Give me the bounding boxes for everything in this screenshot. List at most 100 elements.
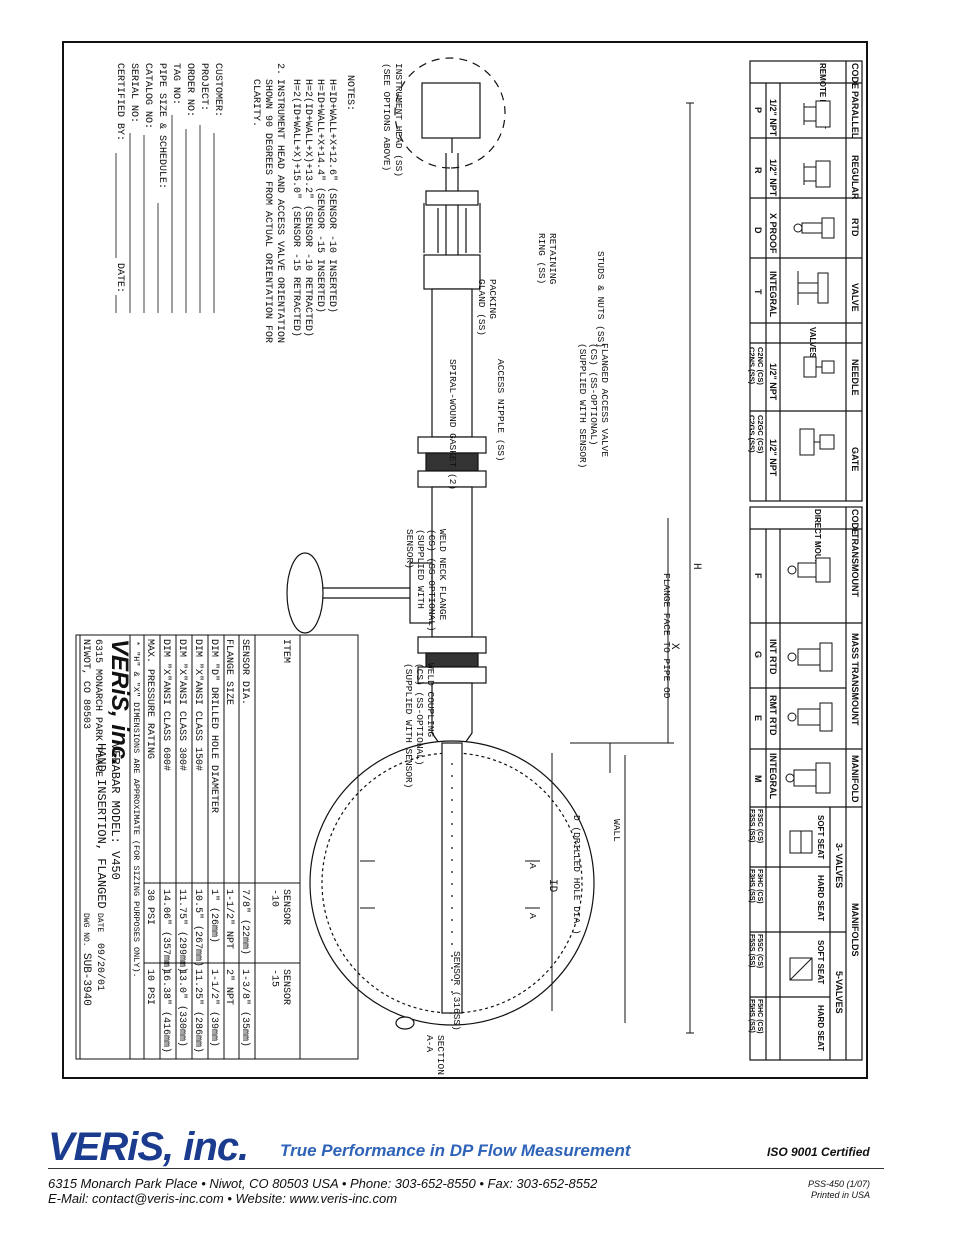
pss-info: PSS-450 (1/07) Printed in USA xyxy=(808,1179,870,1201)
weld-coupling xyxy=(431,682,473,744)
col-parallel: PARALLEL xyxy=(850,91,860,139)
title-address-1: 6315 MONARCH PARK PLACE xyxy=(92,639,103,777)
r1-s15: 2" NPT xyxy=(223,969,235,1005)
customer-field: CUSTOMER: xyxy=(212,63,223,117)
col-rtd: RTD xyxy=(850,218,860,237)
label-instrument-head: INSTRUMENT HEAD (SS) xyxy=(393,63,404,177)
rotated-drawing-sheet: CODE REMOTE MOUNT PARALLEL REGULAR RTD V… xyxy=(64,43,866,1077)
code-r: R xyxy=(753,167,763,174)
footer-tagline: True Performance in DP Flow Measurement xyxy=(280,1141,631,1160)
title-model-line-2: HAND INSERTION, FLANGED xyxy=(94,743,108,909)
title-model-line-1: VERABAR MODEL: V450 xyxy=(108,743,122,880)
drawing-frame: CODE REMOTE MOUNT PARALLEL REGULAR RTD V… xyxy=(62,41,868,1079)
certified-by-field: CERTIFIED BY: xyxy=(114,63,125,141)
drawing-labels: INSTRUMENT HEAD (SS) (SEE OPTIONS ABOVE)… xyxy=(381,63,702,1075)
accessory-table-remote-text: CODE REMOTE MOUNT PARALLEL REGULAR RTD V… xyxy=(747,63,860,477)
pipe-size-field: PIPE SIZE & SCHEDULE: xyxy=(156,63,167,189)
customer-block: CUSTOMER: PROJECT: ORDER NO: TAG NO: PIP… xyxy=(114,63,223,293)
spec-valve: INTEGRAL xyxy=(768,271,778,318)
project-field: PROJECT: xyxy=(198,63,209,111)
r1-item: FLANGE SIZE xyxy=(223,639,234,705)
valves-header: VALVES xyxy=(808,327,817,358)
hard-seat-1: HARD SEAT xyxy=(816,875,825,921)
label-id: ID xyxy=(546,879,558,893)
notes-block: NOTES: H=ID+WALL+X+12.6" (SENSOR -10 INS… xyxy=(250,63,355,343)
iso-certified: ISO 9001 Certified xyxy=(767,1145,870,1159)
label-studs-nuts: STUDS & NUTS (SS) xyxy=(595,251,606,348)
label-wall: WALL xyxy=(611,819,622,842)
code-header-2: CODE xyxy=(850,509,860,535)
r3-s15: 11.25" (286mm) xyxy=(192,969,204,1053)
th-sensor-10: SENSOR-10 xyxy=(269,889,292,925)
three-valves-header: 3- VALVES xyxy=(834,843,844,888)
accessory-table-remote xyxy=(749,60,863,502)
serial-no-field: SERIAL NO: xyxy=(128,63,139,123)
dimension-table-text: ITEM SENSOR-10 SENSOR-15 SENSOR DIA. 7/8… xyxy=(131,639,291,1053)
customer-lines xyxy=(115,115,215,313)
r5-s15: 16.38" (416mm) xyxy=(160,969,172,1053)
code-needle: C2NC (CS)C2NS (SS) xyxy=(747,347,765,385)
code-gate: C2GC (CS)C2GS (SS) xyxy=(747,415,765,454)
title-date-label: DATE xyxy=(95,913,104,932)
soft-seat-2: SOFT SEAT xyxy=(816,940,825,984)
r1-s10: 1-1/2" NPT xyxy=(223,889,235,949)
note-1-line-2: H=ID+WALL+X+14.4" (SENSOR -15 INSERTED) xyxy=(314,79,326,313)
code-f3h: F3HC (CS)F3HS (SS) xyxy=(748,869,763,904)
r6-s15: 10 PSI xyxy=(144,969,155,1005)
footer-address-line-2: E-Mail: contact@veris-inc.com • Website:… xyxy=(48,1191,398,1206)
printed-in: Printed in USA xyxy=(811,1190,871,1200)
label-flanged-valve: FLANGED ACCESS VALVE(CS) (SS-OPTIONAL)(S… xyxy=(577,343,610,468)
five-valves-header: 5-VALVES xyxy=(834,971,844,1014)
code-header: CODE xyxy=(850,63,860,89)
dimension-table xyxy=(79,634,359,1060)
r0-s10: 7/8" (22mm) xyxy=(239,889,251,955)
label-packing-gland: PACKINGGLAND (SS) xyxy=(476,279,498,336)
code-f: F xyxy=(753,573,763,579)
label-flange-face: FLANGE FACE TO PIPE OD xyxy=(661,573,672,699)
valve-symbols xyxy=(793,100,835,456)
packing-gland xyxy=(423,254,481,290)
label-section: SECTIONA-A xyxy=(424,1035,446,1075)
r6-s10: 30 PSI xyxy=(144,889,155,925)
accessory-table-direct-text: CODE DIRECT MOUNT TRANSMOUNT MASS TRANSM… xyxy=(748,509,860,1051)
weld-neck-flange-1 xyxy=(417,636,487,654)
pss-number: PSS-450 (1/07) xyxy=(808,1179,871,1189)
col-manifold: MANIFOLD xyxy=(850,755,860,803)
title-block-text: VERiS, inc. xyxy=(106,639,133,766)
label-a-right: A xyxy=(527,913,538,919)
label-a-left: A xyxy=(527,863,538,869)
tag-no-field: TAG NO: xyxy=(170,63,181,105)
soft-seat-1: SOFT SEAT xyxy=(816,815,825,859)
code-g: G xyxy=(753,651,763,658)
col-regular: REGULAR xyxy=(850,155,860,200)
instrument-head-outline xyxy=(394,57,506,169)
note-2-line-1: INSTRUMENT HEAD AND ACCESS VALVE ORIENTA… xyxy=(274,79,285,343)
spec-needle: 1/2" NPT xyxy=(768,363,778,401)
title-dwg-value: SUB-3940 xyxy=(80,953,92,1006)
section-marker xyxy=(395,1016,415,1030)
retaining-ring xyxy=(425,190,479,206)
note-2-num: 2. xyxy=(274,63,285,75)
assembly-drawing xyxy=(286,57,595,1030)
col-mass-transmount: MASS TRANSMOUNT xyxy=(850,633,860,726)
title-address-2: NIWOT, CO 80503 xyxy=(80,639,91,729)
code-d: D xyxy=(753,227,763,234)
spec-parallel: 1/2" NPT xyxy=(768,99,778,137)
code-f5s: F5SC (CS)F5SS (SS) xyxy=(748,934,763,968)
label-x: X xyxy=(668,643,680,650)
code-p: P xyxy=(753,107,763,113)
r3-item: DIM "X"ANSI CLASS 150# xyxy=(192,639,204,771)
note-1-line-1: H=ID+WALL+X+12.6" (SENSOR -10 INSERTED) xyxy=(326,79,338,313)
col-needle: NEEDLE xyxy=(850,359,860,396)
label-retaining-ring: RETAININGRING (SS) xyxy=(536,233,558,285)
note-1-line-3: H=2(ID+WALL+X)+13.2" (SENSOR -10 RETRACT… xyxy=(302,79,314,337)
label-h: H xyxy=(690,563,702,570)
col-valve: VALVE xyxy=(850,283,860,312)
r0-item: SENSOR DIA. xyxy=(239,639,250,705)
accessory-table-direct xyxy=(749,506,863,1061)
order-no-field: ORDER NO: xyxy=(184,63,195,117)
engineering-drawing: CODE REMOTE MOUNT PARALLEL REGULAR RTD V… xyxy=(75,57,863,1075)
remote-mount-header: REMOTE MOUNT xyxy=(818,63,827,129)
r6-item: MAX. PRESSURE RATING xyxy=(144,639,155,759)
label-sensor: SENSOR (316SS) xyxy=(451,951,462,1031)
